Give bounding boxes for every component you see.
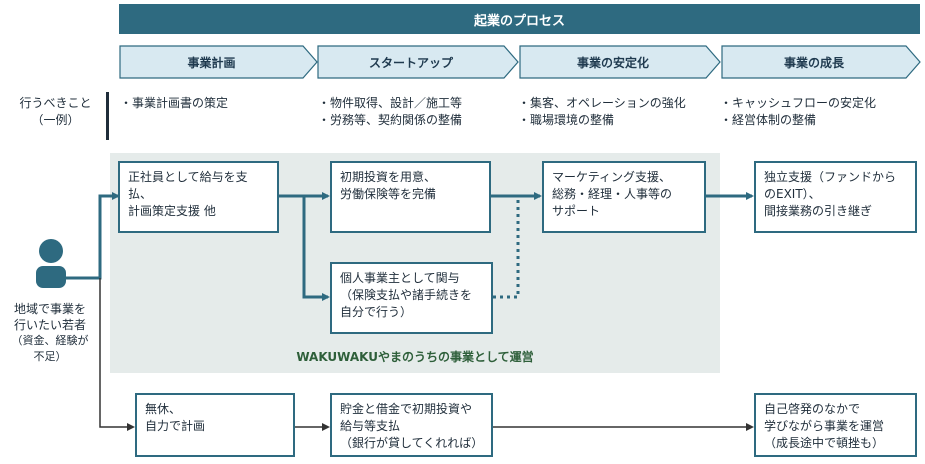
solo-box-self-learning: 自己啓発のなかで 学びながら事業を運営 （成長途中で頓挫も） [754,393,917,457]
chevron-shape-startup [317,45,519,79]
process-title: 起業のプロセス [473,13,565,29]
wakuwaku-caption: WAKUWAKUやまのうちの事業として運営 [296,350,534,364]
chevron-shape-growth [721,45,921,79]
stage-label-stabilization: 事業の安定化 [576,55,649,70]
person-label-line1: 地域で事業を [13,302,86,316]
connector-box1-box3 [302,196,330,301]
person-sub-line2: 不足） [33,350,67,363]
person-label-line2: 行いたい若者 [13,318,86,332]
chevron-shape-planning [119,45,318,79]
todo-item: 労務等、契約関係の整備 [318,112,462,129]
connector-person-to-wakuwaku [66,192,120,280]
wakuwaku-box-initial-investment: 初期投資を用意、 労働保険等を完備 [330,161,491,233]
stage-label-planning: 事業計画 [187,55,236,70]
person-sub-line1: （資金、経験が [11,334,89,347]
todo-label-line1: 行うべきこと [19,96,92,110]
stage-chevrons [119,45,921,79]
todo-item: 物件取得、設計／施工等 [318,95,462,112]
todo-item: 集客、オペレーションの強化 [518,95,686,112]
stage-label-startup: スタートアップ [368,55,453,70]
todo-list-planning: 事業計画書の策定 [120,95,228,112]
person-icon [36,239,66,288]
todo-label-line2: （一例） [31,113,80,127]
solo-box-self-planning: 無休、 自力で計画 [135,393,295,457]
todo-row-divider [106,92,109,140]
todo-list-growth: キャッシュフローの安定化 経営体制の整備 [720,95,876,129]
todo-item: 経営体制の整備 [720,112,876,129]
todo-item: 事業計画書の策定 [120,95,228,112]
todo-item: 職場環境の整備 [518,112,686,129]
wakuwaku-box-independence: 独立支援（ファンドから のEXIT）、 間接業務の引き継ぎ [754,161,917,233]
todo-row-label: 行うべきこと （一例） [8,95,103,129]
todo-item: キャッシュフローの安定化 [720,95,876,112]
wakuwaku-box-sole-proprietor: 個人事業主として関与 （保険支払や諸手続きを 自分で行う） [330,262,493,334]
chevron-shape-stabilization [519,45,721,79]
person-label: 地域で事業を 行いたい若者 （資金、経験が 不足） [4,301,96,365]
stage-label-growth: 事業の成長 [783,55,844,70]
todo-list-startup: 物件取得、設計／施工等 労務等、契約関係の整備 [318,95,462,129]
todo-list-stabilization: 集客、オペレーションの強化 職場環境の整備 [518,95,686,129]
connector-person-to-solo [99,278,135,431]
wakuwaku-box-marketing-support: マーケティング支援、 総務・経理・人事等の サポート [542,161,706,233]
process-title-bar: 起業のプロセス [119,4,920,34]
connector-box3-dotted [493,196,520,299]
solo-box-savings-loans: 貯金と借金で初期投資や 給与等支払 （銀行が貸してくれれば） [330,393,493,457]
wakuwaku-box-salary: 正社員として給与を支 払、 計画策定支援 他 [118,161,279,233]
